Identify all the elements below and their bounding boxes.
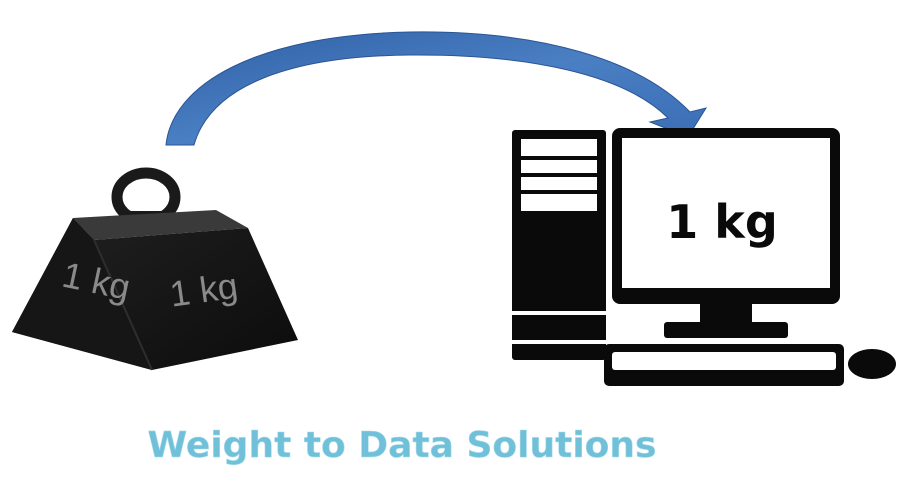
weight-right-label: 1 kg [167,265,240,315]
monitor-screen-label: 1 kg [666,195,778,249]
monitor-screen [622,138,830,288]
computer-tower [512,130,606,360]
desktop-computer-icon: 1 kg [512,128,896,386]
diagram-caption: Weight to Data Solutions [148,425,657,466]
computer-mouse [848,349,896,379]
computer-keyboard [604,344,844,386]
curved-arrow-icon [165,31,708,146]
computer-monitor: 1 kg [612,128,840,338]
weight-icon: 1 kg 1 kg [12,167,298,371]
